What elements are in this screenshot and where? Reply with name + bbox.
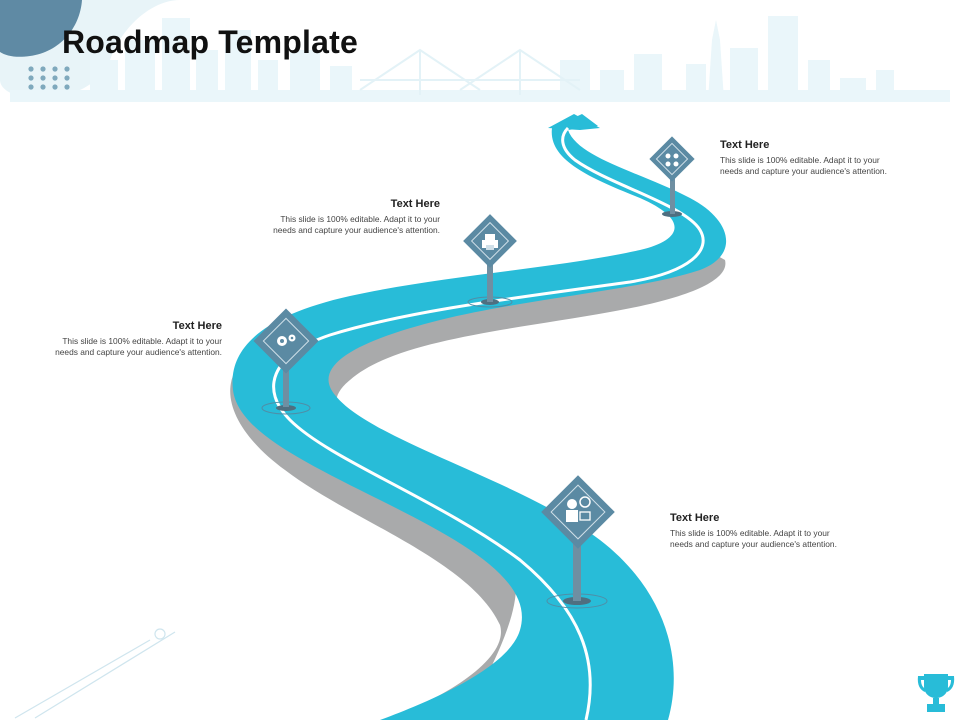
road-surface [232, 114, 727, 720]
milestone-text-2: Text Here This slide is 100% editable. A… [270, 198, 440, 235]
line-decoration [14, 628, 176, 719]
milestone-text-1: Text Here This slide is 100% editable. A… [52, 320, 222, 357]
network-icon [665, 153, 679, 167]
businessman-money-icon [566, 496, 591, 522]
milestone-heading: Text Here [390, 198, 440, 210]
milestone-sign-1 [253, 308, 319, 415]
milestone-description: This slide is 100% editable. Adapt it to… [55, 336, 222, 357]
milestone-heading: Text Here [720, 139, 770, 151]
milestone-text-4: Text Here This slide is 100% editable. A… [670, 512, 840, 549]
printer-icon [482, 234, 498, 250]
road-arrow-head [548, 114, 600, 130]
corner-decoration [0, 0, 180, 99]
gears-icon [277, 334, 296, 346]
road-shadow [230, 236, 726, 720]
slide-title: Roadmap Template [62, 24, 358, 60]
milestone-description: This slide is 100% editable. Adapt it to… [670, 528, 837, 549]
milestone-sign-4 [541, 475, 615, 609]
road-center-line [272, 126, 705, 720]
milestone-sign-3 [649, 136, 695, 217]
milestone-sign-2 [463, 214, 517, 308]
trophy-icon [917, 674, 955, 712]
milestone-heading: Text Here [670, 512, 720, 524]
milestone-text-3: Text Here This slide is 100% editable. A… [720, 139, 890, 176]
milestone-description: This slide is 100% editable. Adapt it to… [720, 155, 887, 176]
city-skyline-background [10, 16, 950, 102]
milestone-heading: Text Here [172, 320, 222, 332]
dot-grid-decoration [28, 66, 70, 90]
milestone-description: This slide is 100% editable. Adapt it to… [273, 214, 440, 235]
